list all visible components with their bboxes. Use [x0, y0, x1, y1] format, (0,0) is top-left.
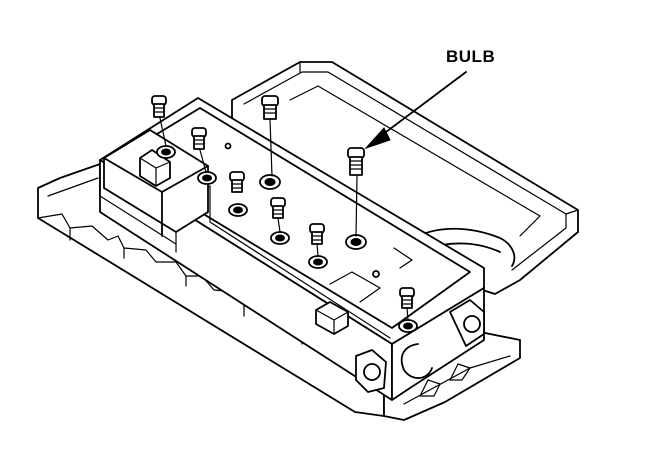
bulb-7-callout [347, 147, 365, 237]
bulb-1 [151, 95, 167, 147]
socket [156, 145, 176, 159]
socket [345, 234, 367, 250]
bulb-sockets [156, 145, 418, 333]
callout: BULB [364, 47, 495, 150]
socket [398, 319, 418, 333]
socket [259, 174, 281, 190]
callout-label-bulb: BULB [446, 47, 495, 66]
socket [270, 231, 290, 245]
bulb-3 [229, 171, 245, 193]
socket [197, 171, 217, 185]
bulb-8 [399, 287, 415, 321]
bulb-5 [270, 197, 286, 233]
leader-line [377, 71, 467, 139]
bulb-6 [309, 223, 325, 257]
socket [228, 203, 248, 217]
bulbs [151, 95, 415, 321]
bulb-4 [261, 95, 279, 177]
leader-arrowhead [364, 127, 391, 150]
meter-unit [99, 97, 485, 401]
socket [308, 255, 328, 269]
bulb-2 [191, 127, 207, 173]
